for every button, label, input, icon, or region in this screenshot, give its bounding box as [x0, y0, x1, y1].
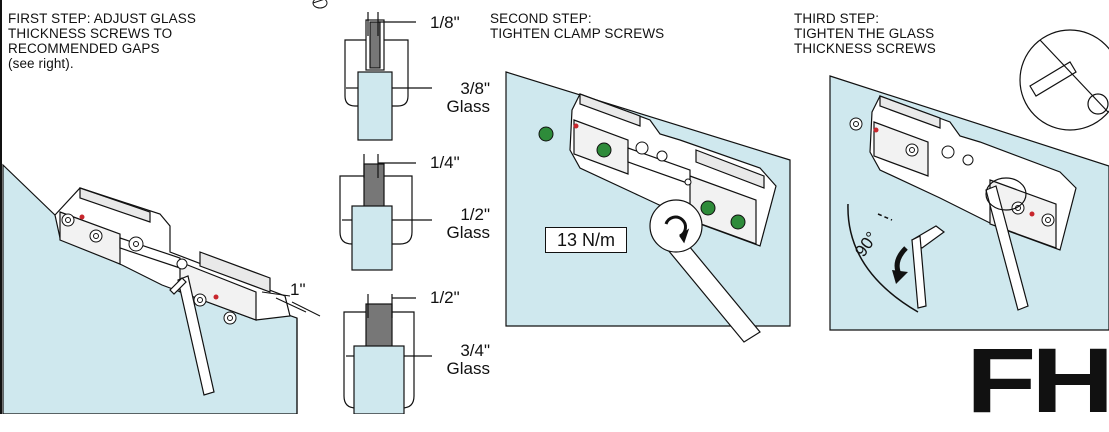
gap-label: 1/8"	[430, 13, 460, 32]
glass-size: 3/8"	[460, 79, 490, 98]
glass-thickness-label: 3/8" Glass	[436, 80, 490, 116]
glass-thickness-label: 1/2" Glass	[436, 206, 490, 242]
rotation-arrow	[847, 203, 919, 313]
edge-offset-dimension	[261, 291, 321, 317]
glass-word: Glass	[446, 223, 490, 242]
instruction-line: RECOMMENDED GAPS	[8, 41, 160, 56]
glass-size: 1/2"	[460, 205, 490, 224]
step3-red-dot	[873, 127, 879, 133]
glass-thickness-label: 3/4" Glass	[436, 342, 490, 378]
gap-label: 1/2"	[430, 288, 460, 307]
step1-red-dot	[79, 214, 85, 220]
step3-red-dot	[1029, 211, 1035, 217]
step1-hex-key	[169, 275, 215, 396]
gap-section-2	[339, 154, 432, 271]
step1-red-dot	[213, 294, 219, 300]
gap-label: 1/4"	[430, 153, 460, 172]
first-step-instructions: FIRST STEP: ADJUST GLASS THICKNESS SCREW…	[8, 11, 196, 71]
step1-screws	[61, 213, 237, 325]
instruction-line: TIGHTEN CLAMP SCREWS	[490, 26, 665, 41]
installation-diagram	[2, 0, 1109, 414]
brand-logo: FH	[966, 330, 1109, 432]
edge-offset-label: 1"	[290, 280, 306, 299]
third-step-instructions: THIRD STEP: TIGHTEN THE GLASS THICKNESS …	[794, 11, 936, 56]
instruction-line: THIRD STEP:	[794, 11, 880, 26]
step2-screws	[538, 126, 746, 230]
torque-value-box: 13 N/m	[545, 227, 627, 253]
diagram-frame	[0, 0, 2, 414]
detail-callout-circle	[1019, 29, 1109, 131]
gap-section-1	[344, 12, 432, 141]
glass-size: 3/4"	[460, 341, 490, 360]
instruction-line: SECOND STEP:	[490, 11, 592, 26]
step3-clamp	[869, 95, 1077, 251]
instruction-line: FIRST STEP: ADJUST GLASS	[8, 11, 196, 26]
step2-red-dot	[573, 123, 579, 129]
gap-section-3	[343, 294, 432, 414]
step3-hex-key	[910, 177, 1029, 311]
step2-torque-wrench	[649, 199, 761, 343]
second-step-instructions: SECOND STEP: TIGHTEN CLAMP SCREWS	[490, 11, 664, 41]
hex-screw-icon	[312, 0, 328, 9]
instruction-line: (see right).	[8, 56, 74, 71]
glass-word: Glass	[446, 97, 490, 116]
instruction-line: THICKNESS SCREWS TO	[8, 26, 173, 41]
instruction-line: THICKNESS SCREWS	[794, 41, 936, 56]
instruction-line: TIGHTEN THE GLASS	[794, 26, 935, 41]
glass-word: Glass	[446, 359, 490, 378]
